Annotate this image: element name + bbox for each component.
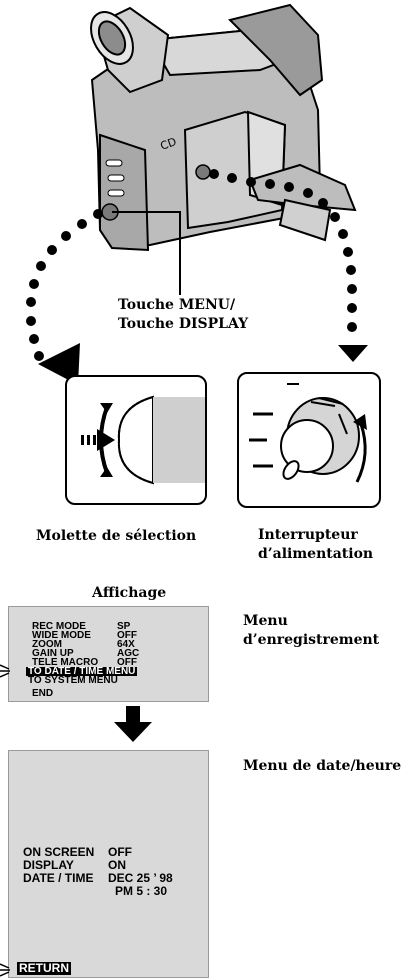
svg-text:CD: CD	[159, 135, 179, 153]
recording-menu-caption-line1: Menu	[243, 613, 288, 629]
dotted-arc-right	[209, 169, 368, 362]
recording-menu-caption-line2: d’enregistrement	[243, 632, 380, 648]
camcorder-icon	[90, 3, 357, 252]
date-time-menu-caption: Menu de date/heure	[243, 758, 402, 774]
power-switch-panel	[237, 372, 381, 508]
display-button-label: Touche DISPLAY	[118, 316, 249, 332]
display-heading: Affichage	[92, 585, 167, 601]
power-switch-label-1: Interrupteur	[258, 527, 358, 543]
cursor-sparkle-icon	[0, 963, 10, 977]
date-time-menu-screen	[8, 750, 209, 978]
dotted-arc-left	[26, 209, 103, 385]
menu-button-label: Touche MENU/	[118, 297, 236, 313]
power-switch-icon	[249, 383, 367, 483]
recording-menu-screen	[8, 606, 209, 702]
cursor-sparkle-icon	[0, 664, 10, 678]
down-arrow-icon	[114, 706, 152, 742]
dial-icon	[81, 395, 205, 485]
selection-dial-label: Molette de sélection	[36, 528, 197, 544]
power-switch-label-2: d’alimentation	[258, 546, 374, 562]
selection-dial-panel	[65, 375, 207, 505]
